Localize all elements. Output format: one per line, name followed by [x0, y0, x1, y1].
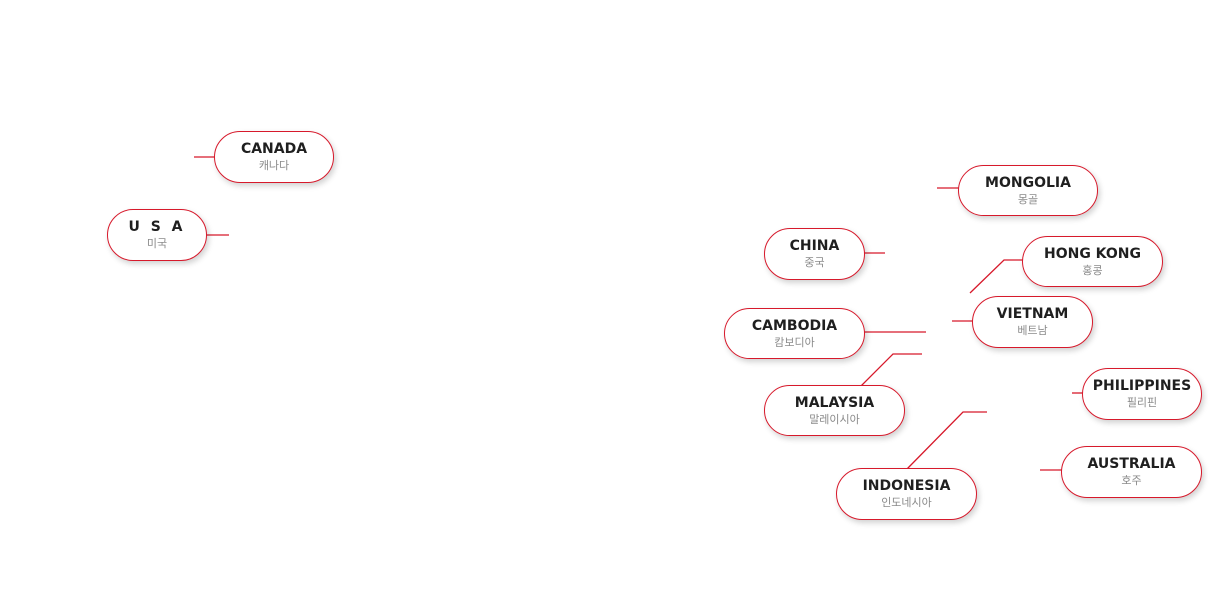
country-name-ko: 캄보디아: [774, 335, 815, 349]
country-name-en: PHILIPPINES: [1092, 378, 1192, 394]
leader-line-indonesia: [906, 411, 987, 470]
country-name-en: HONG KONG: [1043, 245, 1142, 262]
country-name-en: VIETNAM: [996, 306, 1069, 322]
country-pill-mongolia[interactable]: MONGOLIA 몽골: [958, 165, 1098, 216]
country-name-ko: 미국: [146, 237, 168, 250]
country-name-ko: 중국: [804, 256, 825, 269]
country-name-ko: 홍콩: [1082, 263, 1103, 277]
country-name-en: CHINA: [789, 238, 840, 254]
country-pill-hong-kong[interactable]: HONG KONG 홍콩: [1022, 236, 1163, 287]
country-name-en: AUSTRALIA: [1087, 456, 1176, 472]
country-name-ko: 인도네시아: [881, 496, 932, 509]
country-pill-indonesia[interactable]: INDONESIA 인도네시아: [836, 468, 977, 520]
country-name-en: MONGOLIA: [985, 174, 1071, 191]
country-name-ko: 캐나다: [258, 159, 290, 172]
country-pill-malaysia[interactable]: MALAYSIA 말레이시아: [764, 385, 905, 436]
country-name-ko: 필리핀: [1126, 396, 1158, 409]
country-name-en: MALAYSIA: [794, 394, 875, 411]
country-pill-cambodia[interactable]: CAMBODIA 캄보디아: [724, 308, 865, 359]
country-pill-philippines[interactable]: PHILIPPINES 필리핀: [1082, 368, 1202, 420]
country-name-en: CANADA: [240, 141, 308, 157]
country-pill-vietnam[interactable]: VIETNAM 베트남: [972, 296, 1093, 348]
country-name-en: INDONESIA: [862, 478, 951, 494]
country-pill-china[interactable]: CHINA 중국: [764, 228, 865, 280]
country-name-en: CAMBODIA: [751, 317, 838, 334]
country-name-ko: 몽골: [1017, 192, 1039, 206]
country-name-ko: 호주: [1121, 474, 1142, 487]
leader-line-hong-kong: [969, 259, 1023, 294]
leader-line-malaysia: [859, 353, 922, 388]
country-name-ko: 말레이시아: [809, 412, 860, 426]
country-name-ko: 베트남: [1017, 324, 1048, 337]
country-name-en: U S A: [128, 219, 186, 235]
country-pill-australia[interactable]: AUSTRALIA 호주: [1061, 446, 1202, 498]
country-pill-canada[interactable]: CANADA 캐나다: [214, 131, 334, 183]
country-pill-usa[interactable]: U S A 미국: [107, 209, 207, 261]
